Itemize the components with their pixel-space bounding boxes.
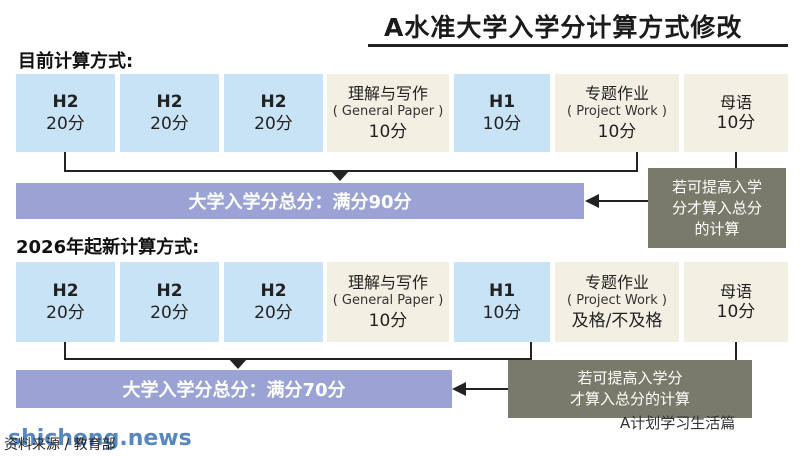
subject-grade: H2 (52, 281, 79, 301)
subject-points: 10分 (482, 303, 522, 323)
source-credit: 资料来源 / 教育部 (4, 437, 116, 453)
connector-line (596, 200, 648, 202)
subject-grade: H2 (156, 281, 183, 301)
subject-points: 及格/不及格 (571, 310, 663, 331)
note-line: 若可提高入学 (671, 177, 762, 196)
subject-points: 10分 (716, 301, 756, 322)
connector-line (462, 388, 510, 390)
subject-label: 专题作业 (584, 272, 649, 292)
subject-grade: H1 (488, 281, 516, 301)
subject-english-name: ( Project Work ) (567, 103, 667, 119)
down-arrow-icon (330, 170, 350, 181)
subject-label: 母语 (719, 281, 752, 301)
subject-box-h2: H2 20分 (16, 262, 115, 342)
connector-line (735, 152, 737, 170)
subject-grade: H2 (52, 92, 79, 112)
subject-box-project-work: 专题作业 ( Project Work ) 及格/不及格 (555, 262, 679, 342)
subject-points: 20分 (46, 114, 85, 134)
left-arrow-icon (585, 194, 599, 208)
subject-english-name: ( General Paper ) (332, 103, 444, 119)
subject-points: 20分 (150, 303, 189, 323)
subject-grade: H1 (488, 92, 516, 112)
subject-points: 10分 (368, 310, 408, 331)
diagram-title: A水准大学入学分计算方式修改 (384, 13, 743, 42)
subject-box-h1: H1 10分 (454, 262, 550, 342)
down-arrow-icon (228, 358, 248, 369)
title-divider (368, 44, 788, 47)
subject-points: 10分 (716, 112, 756, 133)
subject-box-h2: H2 20分 (16, 74, 115, 152)
subject-points: 20分 (150, 114, 189, 134)
subject-label: 理解与写作 (347, 83, 428, 103)
note-box: 若可提高入学 分才算入总分 的计算 (648, 168, 786, 248)
left-arrow-icon (452, 382, 466, 396)
subject-box-h2: H2 20分 (120, 74, 219, 152)
connector-line (64, 170, 638, 172)
subject-box-h2: H2 20分 (224, 262, 323, 342)
connector-line (64, 358, 532, 360)
subject-box-mother-tongue: 母语 10分 (684, 262, 788, 342)
subject-box-h2: H2 20分 (224, 74, 323, 152)
total-score-bar: 大学入学分总分：满分70分 (16, 370, 452, 408)
connector-line (735, 342, 737, 362)
subject-label: 母语 (719, 92, 752, 112)
subject-box-general-paper: 理解与写作 ( General Paper ) 10分 (327, 262, 449, 342)
subject-grade: H2 (156, 92, 183, 112)
subject-english-name: ( General Paper ) (332, 292, 444, 308)
subject-box-h1: H1 10分 (454, 74, 550, 152)
subject-points: 10分 (368, 121, 408, 142)
subject-box-h2: H2 20分 (120, 262, 219, 342)
subject-points: 20分 (46, 303, 85, 323)
subject-box-project-work: 专题作业 ( Project Work ) 10分 (555, 74, 679, 152)
note-box: 若可提高入学分 才算入总分的计算 (508, 360, 752, 418)
total-score-bar: 大学入学分总分：满分90分 (16, 183, 584, 219)
connector-line (530, 342, 532, 360)
watermark: shicheng.news (8, 426, 192, 451)
subject-points: 20分 (254, 303, 293, 323)
note-line: 分才算入总分 (671, 198, 762, 217)
subject-points: 10分 (482, 114, 522, 134)
subject-grade: H2 (260, 92, 287, 112)
note-line: 的计算 (694, 219, 740, 238)
subject-points: 10分 (597, 121, 637, 142)
subject-english-name: ( Project Work ) (567, 292, 667, 308)
subject-box-mother-tongue: 母语 10分 (684, 74, 788, 152)
subject-label: 专题作业 (584, 83, 649, 103)
connector-line (636, 152, 638, 172)
connector-line (64, 152, 66, 172)
note-line: 才算入总分的计算 (569, 390, 690, 408)
subject-grade: H2 (260, 281, 287, 301)
current-heading: 目前计算方式: (18, 51, 134, 72)
note-line: 若可提高入学分 (577, 369, 683, 387)
connector-line (64, 342, 66, 360)
subject-points: 20分 (254, 114, 293, 134)
subject-label: 理解与写作 (347, 272, 428, 292)
new-heading: 2026年起新计算方式: (16, 237, 200, 258)
subject-box-general-paper: 理解与写作 ( General Paper ) 10分 (327, 74, 449, 152)
watermark-account: A计划学习生活篇 (620, 414, 736, 432)
